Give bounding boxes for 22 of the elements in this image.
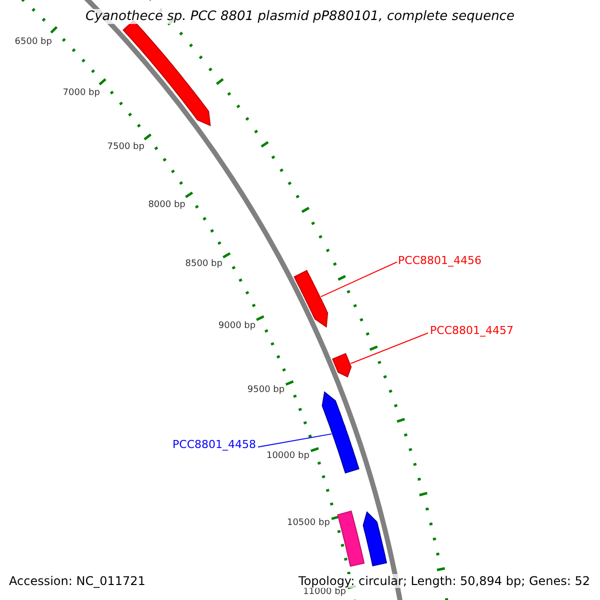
summary-text: Topology: circular; Length: 50,894 bp; Genes: 52 bbox=[298, 574, 590, 588]
tick-label: 11000 bp bbox=[303, 586, 346, 597]
leader-line bbox=[350, 332, 428, 364]
tick-label: 8000 bp bbox=[148, 200, 186, 210]
gene-bar bbox=[294, 270, 328, 328]
tick-label: 9500 bp bbox=[247, 385, 285, 396]
gene-label: PCC8801_4456 bbox=[398, 254, 482, 267]
leader-line bbox=[320, 262, 398, 298]
gene-bar bbox=[362, 511, 388, 566]
gene-bar bbox=[332, 352, 352, 378]
tick-label: 10000 bp bbox=[266, 451, 310, 462]
tick-label: 7500 bp bbox=[107, 142, 144, 152]
leader-line bbox=[258, 433, 332, 448]
tick-label: 10500 bp bbox=[286, 518, 330, 528]
tick-label: 9000 bp bbox=[218, 321, 256, 332]
gene-label: PCC8801_4457 bbox=[430, 324, 514, 337]
tick-label: 8500 bp bbox=[185, 259, 222, 270]
gene-bar bbox=[337, 510, 365, 567]
accession-text: Accession: NC_011721 bbox=[9, 574, 146, 588]
gene-label: PCC8801_4458 bbox=[172, 438, 256, 451]
gene-bar bbox=[322, 391, 360, 474]
tick-label: 6500 bp bbox=[14, 36, 52, 47]
